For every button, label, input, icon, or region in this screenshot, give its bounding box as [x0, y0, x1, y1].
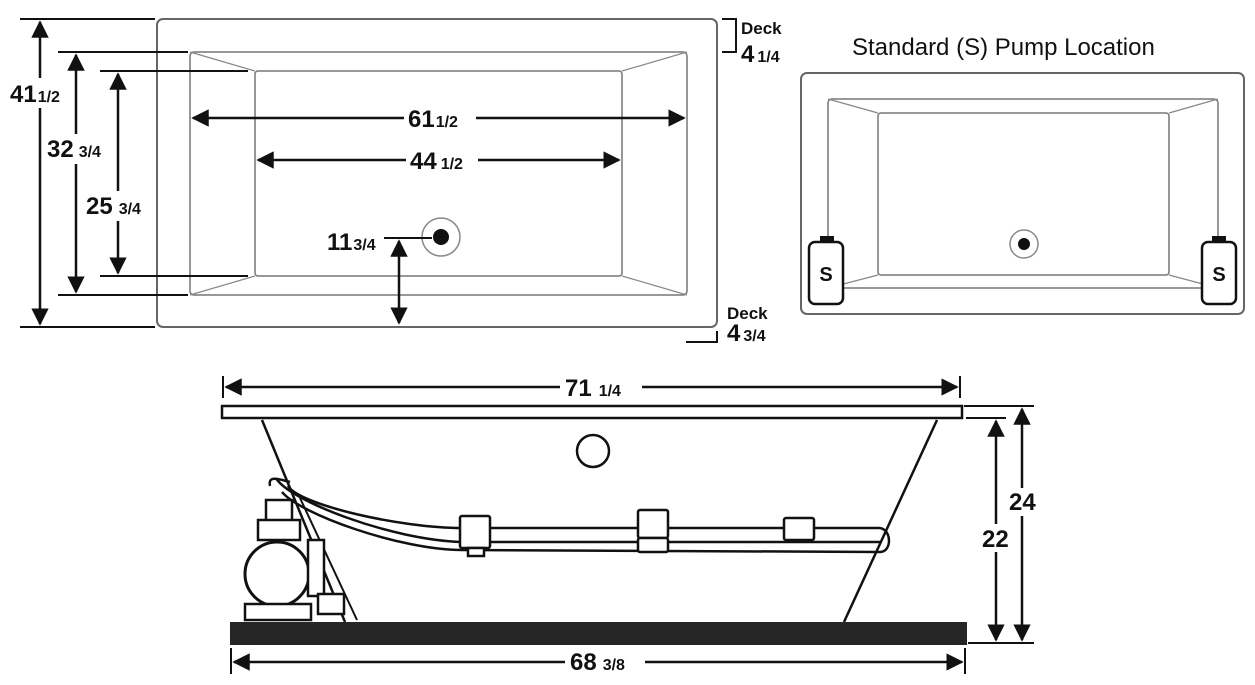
svg-text:411/2: 411/2 — [10, 81, 60, 108]
pump-location-title: Standard (S) Pump Location — [852, 34, 1155, 61]
dim-top-length-frac: 1/4 — [599, 383, 621, 400]
dim-outer-height-frac: 1/2 — [38, 89, 60, 106]
svg-text:113/4: 113/4 — [327, 229, 376, 256]
deck-top-frac: 1/4 — [757, 49, 779, 66]
pump-view-inner-edge — [827, 98, 1219, 289]
dim-inner-height-frac: 3/4 — [79, 144, 101, 161]
tub-slope-lines — [189, 51, 688, 296]
tub-inner-edge — [189, 51, 688, 296]
svg-text:683/8: 68 3/8 — [570, 649, 625, 676]
tub-floor — [254, 70, 623, 277]
dim-inner-height-whole: 32 — [47, 136, 74, 163]
dim-outer-height-whole: 41 — [10, 81, 37, 108]
pipe-clamps — [458, 508, 816, 558]
tub-base — [230, 622, 967, 645]
tub-outer-rim — [156, 18, 718, 328]
pump-icon: S — [1200, 236, 1238, 306]
pump-motor-icon — [243, 498, 346, 622]
dim-top-length-whole: 71 — [565, 375, 592, 402]
dim-floor-length-whole: 44 — [410, 148, 437, 175]
deck-bottom-whole: 4 — [727, 320, 741, 347]
dim-floor-height-whole: 25 — [86, 193, 113, 220]
dim-height-outer-value: 24 — [1009, 489, 1036, 516]
deck-bottom-bracket — [686, 331, 718, 343]
dim-drain-whole: 11 — [327, 229, 352, 256]
svg-text:611/2: 611/2 — [408, 106, 458, 133]
pump-left-letter: S — [819, 264, 832, 286]
svg-text:323/4: 32 3/4 — [47, 136, 101, 163]
dim-bottom-length-frac: 3/8 — [603, 657, 625, 674]
svg-text:711/4: 71 1/4 — [565, 375, 621, 402]
pump-location-view: Standard (S) Pump Location S S — [800, 34, 1245, 315]
dim-floor-length-frac: 1/2 — [441, 156, 463, 173]
svg-text:441/2: 441/2 — [410, 148, 463, 175]
jet-plumbing — [268, 477, 891, 554]
pump-view-floor — [877, 112, 1170, 276]
side-view: 71 1/4 — [220, 373, 1040, 676]
svg-text:43/4: 43/4 — [727, 320, 766, 347]
svg-text:253/4: 25 3/4 — [86, 193, 141, 220]
pump-icon: S — [807, 236, 845, 306]
deck-top-whole: 4 — [741, 41, 755, 68]
dim-height-inner-value: 22 — [982, 526, 1009, 553]
pump-view-outer-rim — [800, 72, 1245, 315]
drain-icon — [1009, 229, 1039, 259]
dim-bottom-length-whole: 68 — [570, 649, 597, 676]
deck-top-bracket — [722, 18, 737, 53]
deck-bottom-frac: 3/4 — [743, 328, 765, 345]
pump-right-letter: S — [1212, 264, 1225, 286]
overflow-icon — [575, 433, 611, 469]
svg-text:41/4: 41/4 — [741, 41, 780, 68]
dim-drain-frac: 3/4 — [353, 237, 375, 254]
dim-inner-length-whole: 61 — [408, 106, 435, 133]
dim-inner-length-frac: 1/2 — [436, 114, 458, 131]
tub-wall-right — [842, 419, 939, 623]
tub-rim-side — [220, 404, 964, 420]
dim-floor-height-frac: 3/4 — [119, 201, 141, 218]
tub-wall-left — [260, 419, 347, 623]
deck-bottom-label: Deck — [727, 304, 768, 323]
deck-top-label: Deck — [741, 19, 782, 38]
